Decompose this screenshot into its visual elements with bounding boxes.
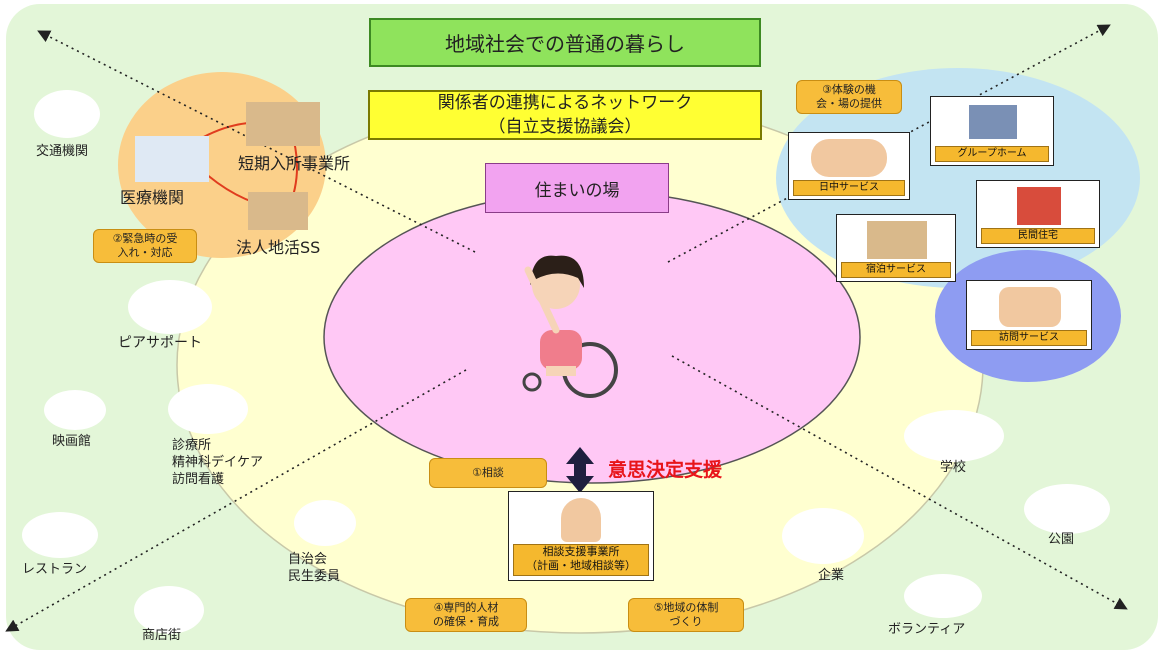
tag-community-line1: ⑤地域の体制 [653, 601, 719, 614]
network-line2: （自立支援協議会） [488, 117, 642, 137]
corp-ss-building-icon [248, 192, 308, 230]
clinic-label-1: 診療所 [172, 438, 212, 453]
center-label-text: 住まいの場 [534, 180, 620, 201]
tag-talent-line2: の確保・育成 [433, 615, 499, 628]
building-icon [867, 221, 927, 259]
tag-emergency-line2: 入れ・対応 [117, 246, 173, 259]
peer-support-label: ピアサポート [118, 335, 202, 351]
consultant-icon [561, 498, 601, 542]
visiting-service-card: 訪問サービス [966, 280, 1092, 350]
restaurant-icon [22, 512, 98, 558]
private-housing-card: 民間住宅 [976, 180, 1100, 248]
house-icon [1017, 187, 1061, 225]
tag-community: ⑤地域の体制 づくり [628, 598, 744, 632]
transport-label: 交通機関 [36, 144, 89, 159]
consult-office-line2: （計画・地域相談等） [526, 559, 636, 572]
elderly-couple-icon [294, 500, 356, 546]
network-lines [180, 121, 298, 212]
tag-experience: ③体験の機 会・場の提供 [796, 80, 902, 114]
clinic-label-2: 精神科デイケア [172, 455, 264, 470]
network-line1: 関係者の連携によるネットワーク [437, 93, 693, 113]
consult-office-card: 相談支援事業所 （計画・地域相談等） [508, 491, 654, 581]
neighborhood-label-1: 自治会 [288, 552, 328, 567]
clinic-label-3: 訪問看護 [172, 472, 225, 487]
day-service-card: 日中サービス [788, 132, 910, 200]
inner-circle [323, 190, 861, 484]
corp-ss-label: 法人地活SS [236, 238, 321, 257]
park-label: 公園 [1048, 532, 1075, 547]
clinic-icon [168, 384, 248, 434]
park-icon [1024, 484, 1110, 534]
tag-consult: ①相談 [429, 458, 547, 488]
restaurant-label: レストラン [22, 562, 88, 577]
medical-building-icon [135, 136, 209, 182]
double-arrow [566, 447, 594, 493]
company-label: 企業 [818, 568, 845, 583]
short-stay-label: 短期入所事業所 [238, 154, 351, 173]
tag-emergency: ②緊急時の受 入れ・対応 [93, 229, 197, 263]
neighborhood-label-2: 民生委員 [288, 569, 341, 584]
cinema-icon [44, 390, 106, 430]
short-stay-building-icon [246, 102, 320, 146]
train-icon [34, 90, 100, 138]
shopping-street-icon [134, 586, 204, 634]
dashed-connectors [5, 24, 1128, 632]
school-label: 学校 [940, 460, 967, 475]
people-icon [999, 287, 1061, 327]
company-icon [782, 508, 864, 564]
tag-consult-text: ①相談 [472, 466, 504, 479]
shopping-label: 商店街 [142, 628, 182, 643]
center-label-box: 住まいの場 [485, 163, 669, 213]
consult-office-line1: 相談支援事業所 [542, 545, 620, 558]
staff-icon [811, 139, 887, 177]
tag-talent-line1: ④専門的人材 [433, 601, 499, 614]
medical-label: 医療機関 [120, 188, 185, 207]
network-box: 関係者の連携によるネットワーク （自立支援協議会） [368, 90, 762, 140]
peer-group-icon [128, 280, 212, 334]
title-box: 地域社会での普通の暮らし [369, 18, 761, 67]
group-home-card: グループホーム [930, 96, 1054, 166]
consult-office-caption: 相談支援事業所 （計画・地域相談等） [513, 544, 649, 576]
school-icon [904, 410, 1004, 462]
house-icon [969, 105, 1017, 139]
visiting-service-caption: 訪問サービス [971, 330, 1087, 346]
day-service-caption: 日中サービス [793, 180, 905, 196]
group-home-caption: グループホーム [935, 146, 1049, 162]
title-text: 地域社会での普通の暮らし [445, 32, 685, 56]
volunteer-label: ボランティア [888, 622, 966, 637]
tag-emergency-line1: ②緊急時の受 [112, 232, 178, 245]
tag-experience-line1: ③体験の機 [822, 83, 876, 96]
lodging-service-caption: 宿泊サービス [841, 262, 951, 278]
tag-talent: ④専門的人材 の確保・育成 [405, 598, 527, 632]
decision-support-label: 意思決定支援 [608, 459, 723, 481]
private-housing-caption: 民間住宅 [981, 228, 1095, 244]
wheelchair-person-illustration [522, 255, 618, 398]
cinema-label: 映画館 [52, 434, 92, 449]
lodging-service-card: 宿泊サービス [836, 214, 956, 282]
tag-experience-line2: 会・場の提供 [816, 97, 882, 110]
tag-community-line2: づくり [669, 615, 703, 628]
volunteer-icon [904, 574, 982, 618]
